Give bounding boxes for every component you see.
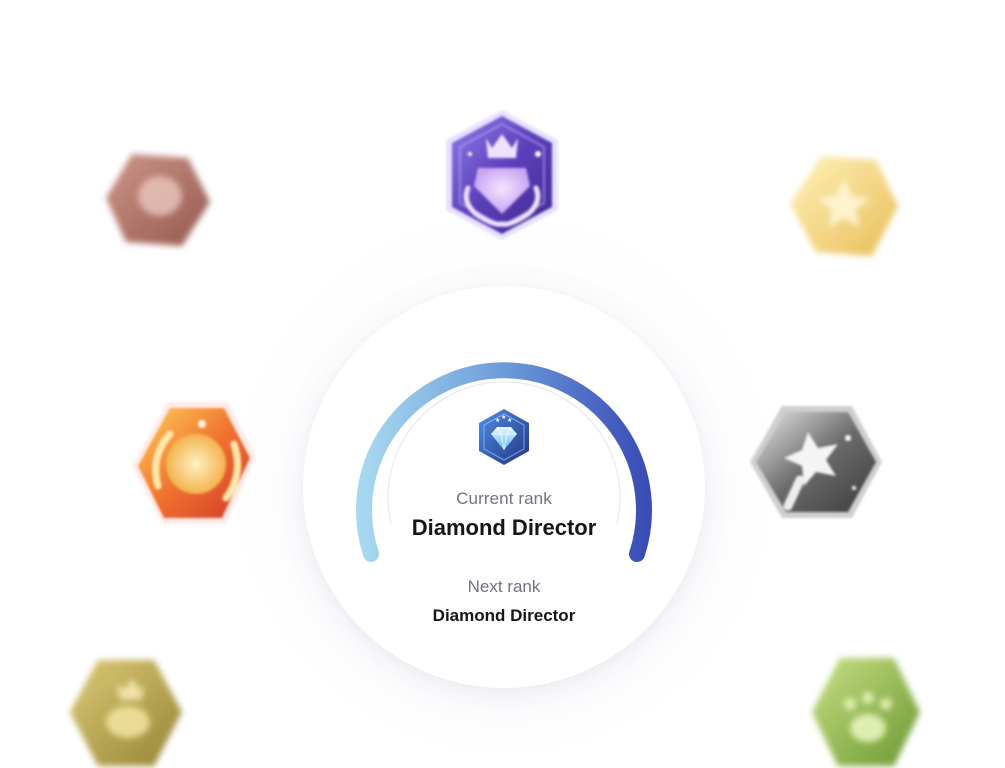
svg-text:★: ★: [501, 414, 506, 421]
next-rank-label: Next rank: [467, 577, 541, 596]
rank-progress-gauge: [303, 286, 705, 688]
current-rank-label: Current rank: [456, 489, 552, 508]
blurred-gem-icon: [106, 154, 210, 246]
olive-badge: [68, 656, 184, 768]
svg-text:★: ★: [507, 417, 512, 424]
silver-star-badge: [748, 402, 884, 522]
crown-gem-laurel-icon: [446, 110, 558, 240]
blurred-trophy-icon: [70, 660, 182, 766]
rank-progress-card: ★ ★ ★ Current rank Diamond Director Next…: [303, 286, 705, 688]
svg-text:★: ★: [495, 417, 500, 424]
red-gold-laurel-badge: [128, 396, 260, 530]
laurel-globe-icon: [132, 402, 256, 524]
blurred-paw-icon: [812, 658, 920, 766]
green-badge: [810, 654, 922, 768]
current-rank-value: Diamond Director: [411, 515, 597, 540]
gold-badge: [786, 152, 902, 262]
blurred-star-icon: [790, 156, 898, 256]
purple-crown-badge: [440, 106, 564, 244]
star-wand-icon: [750, 406, 882, 518]
next-rank-value: Diamond Director: [432, 606, 576, 625]
diamond-rank-icon: ★ ★ ★: [473, 406, 535, 468]
copper-badge: [102, 150, 214, 250]
